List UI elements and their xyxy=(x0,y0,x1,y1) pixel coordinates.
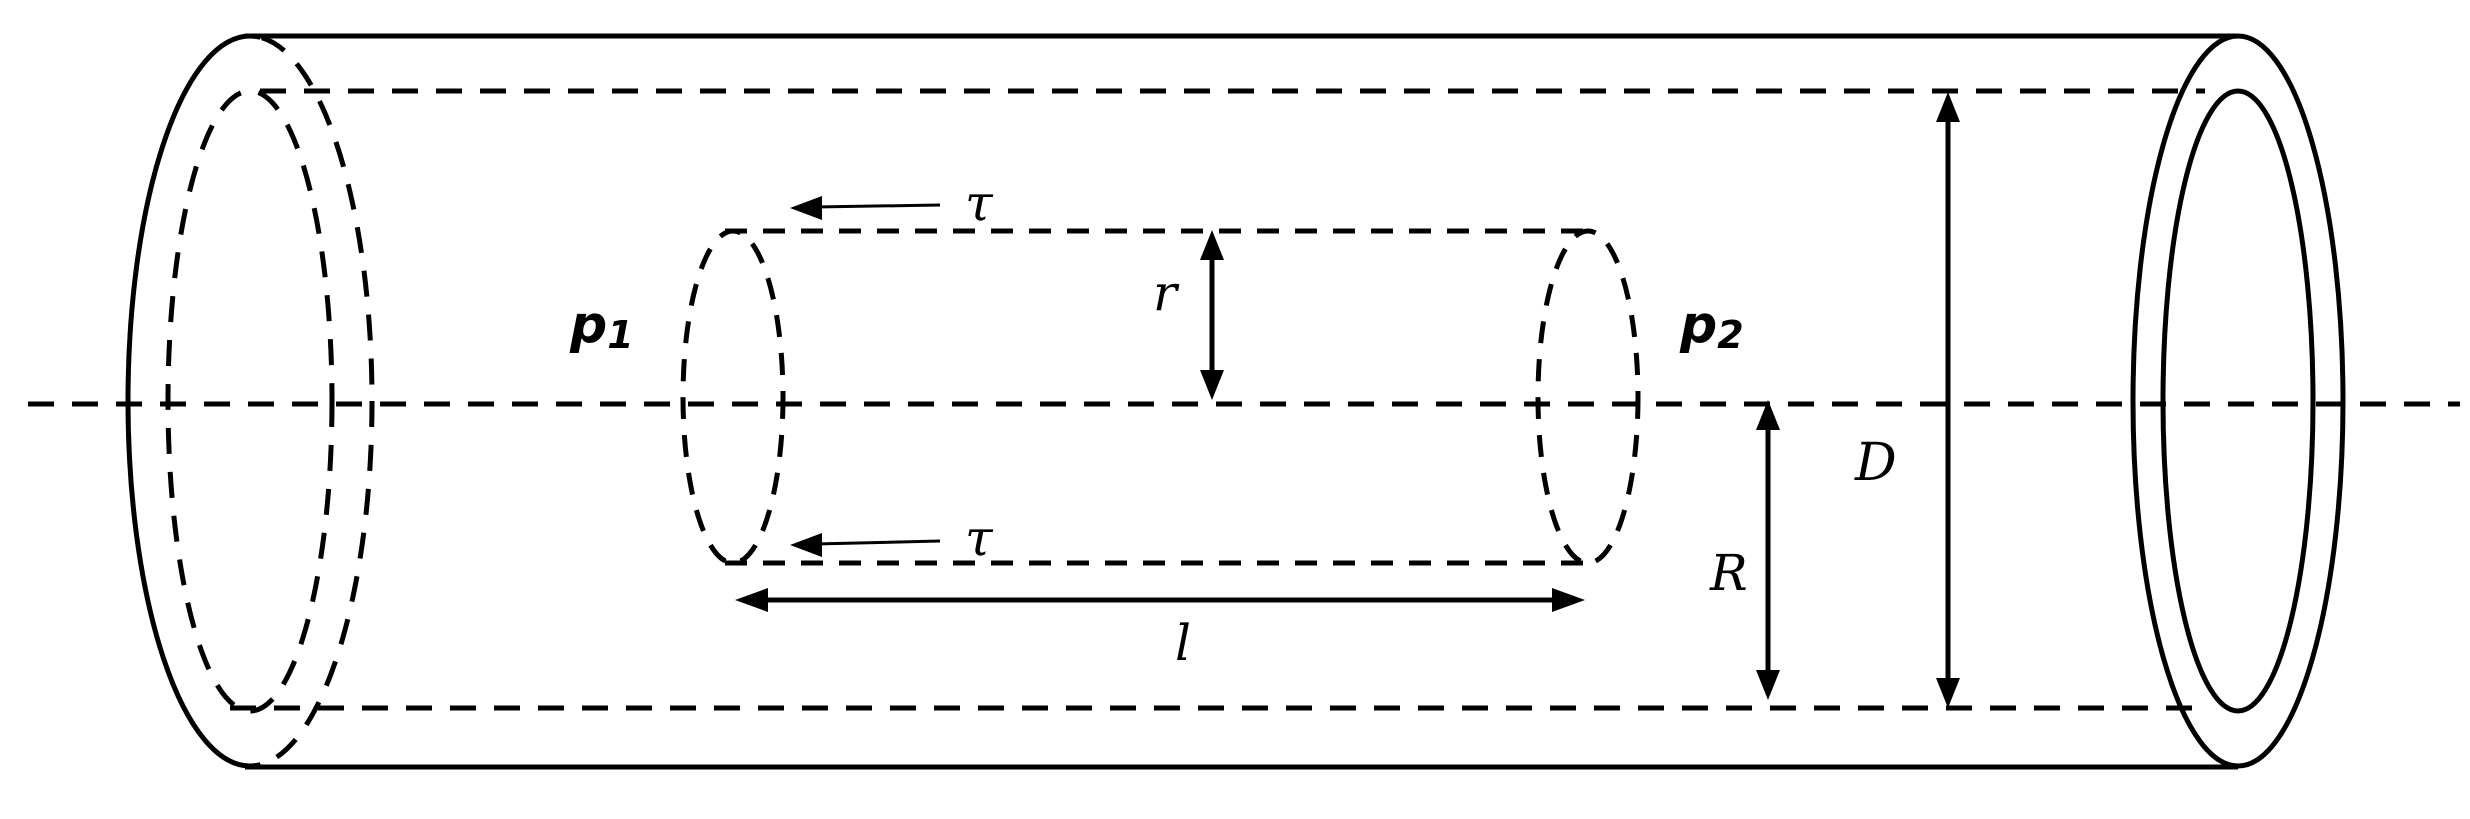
p1-base: p xyxy=(569,295,607,355)
R-label: R xyxy=(1709,544,1748,602)
p2-label: p2 xyxy=(1679,295,1744,357)
control-cylinder-left-end xyxy=(680,228,786,566)
l-dimension-arrow xyxy=(735,588,1585,612)
p2-subscript: 2 xyxy=(1717,313,1743,357)
outer-pipe-right-end-inner-rim xyxy=(2160,88,2316,714)
r-label: r xyxy=(1153,264,1180,322)
r-dimension-arrow xyxy=(1200,230,1224,400)
D-label: D xyxy=(1854,433,1897,493)
p1-subscript: 1 xyxy=(607,313,633,357)
tau-top-label: τ xyxy=(965,174,994,232)
tau-bottom-label: τ xyxy=(965,509,994,567)
D-dimension-arrow xyxy=(1936,92,1960,708)
control-cylinder xyxy=(680,228,1641,566)
shear-arrow-bottom xyxy=(790,533,941,557)
p1-label: p1 xyxy=(569,295,634,357)
R-dimension-arrow xyxy=(1756,400,1780,700)
inner-wall-left-end xyxy=(165,88,335,714)
shear-arrow-top xyxy=(790,196,941,220)
outer-pipe xyxy=(125,33,2346,770)
control-cylinder-right-end xyxy=(1535,228,1641,566)
p2-base: p xyxy=(1679,295,1717,355)
outer-pipe-left-end-back xyxy=(260,34,375,768)
outer-pipe-right-end-outer-rim xyxy=(2130,33,2346,769)
l-label: l xyxy=(1175,614,1191,672)
outer-pipe-left-end-front xyxy=(125,33,260,769)
